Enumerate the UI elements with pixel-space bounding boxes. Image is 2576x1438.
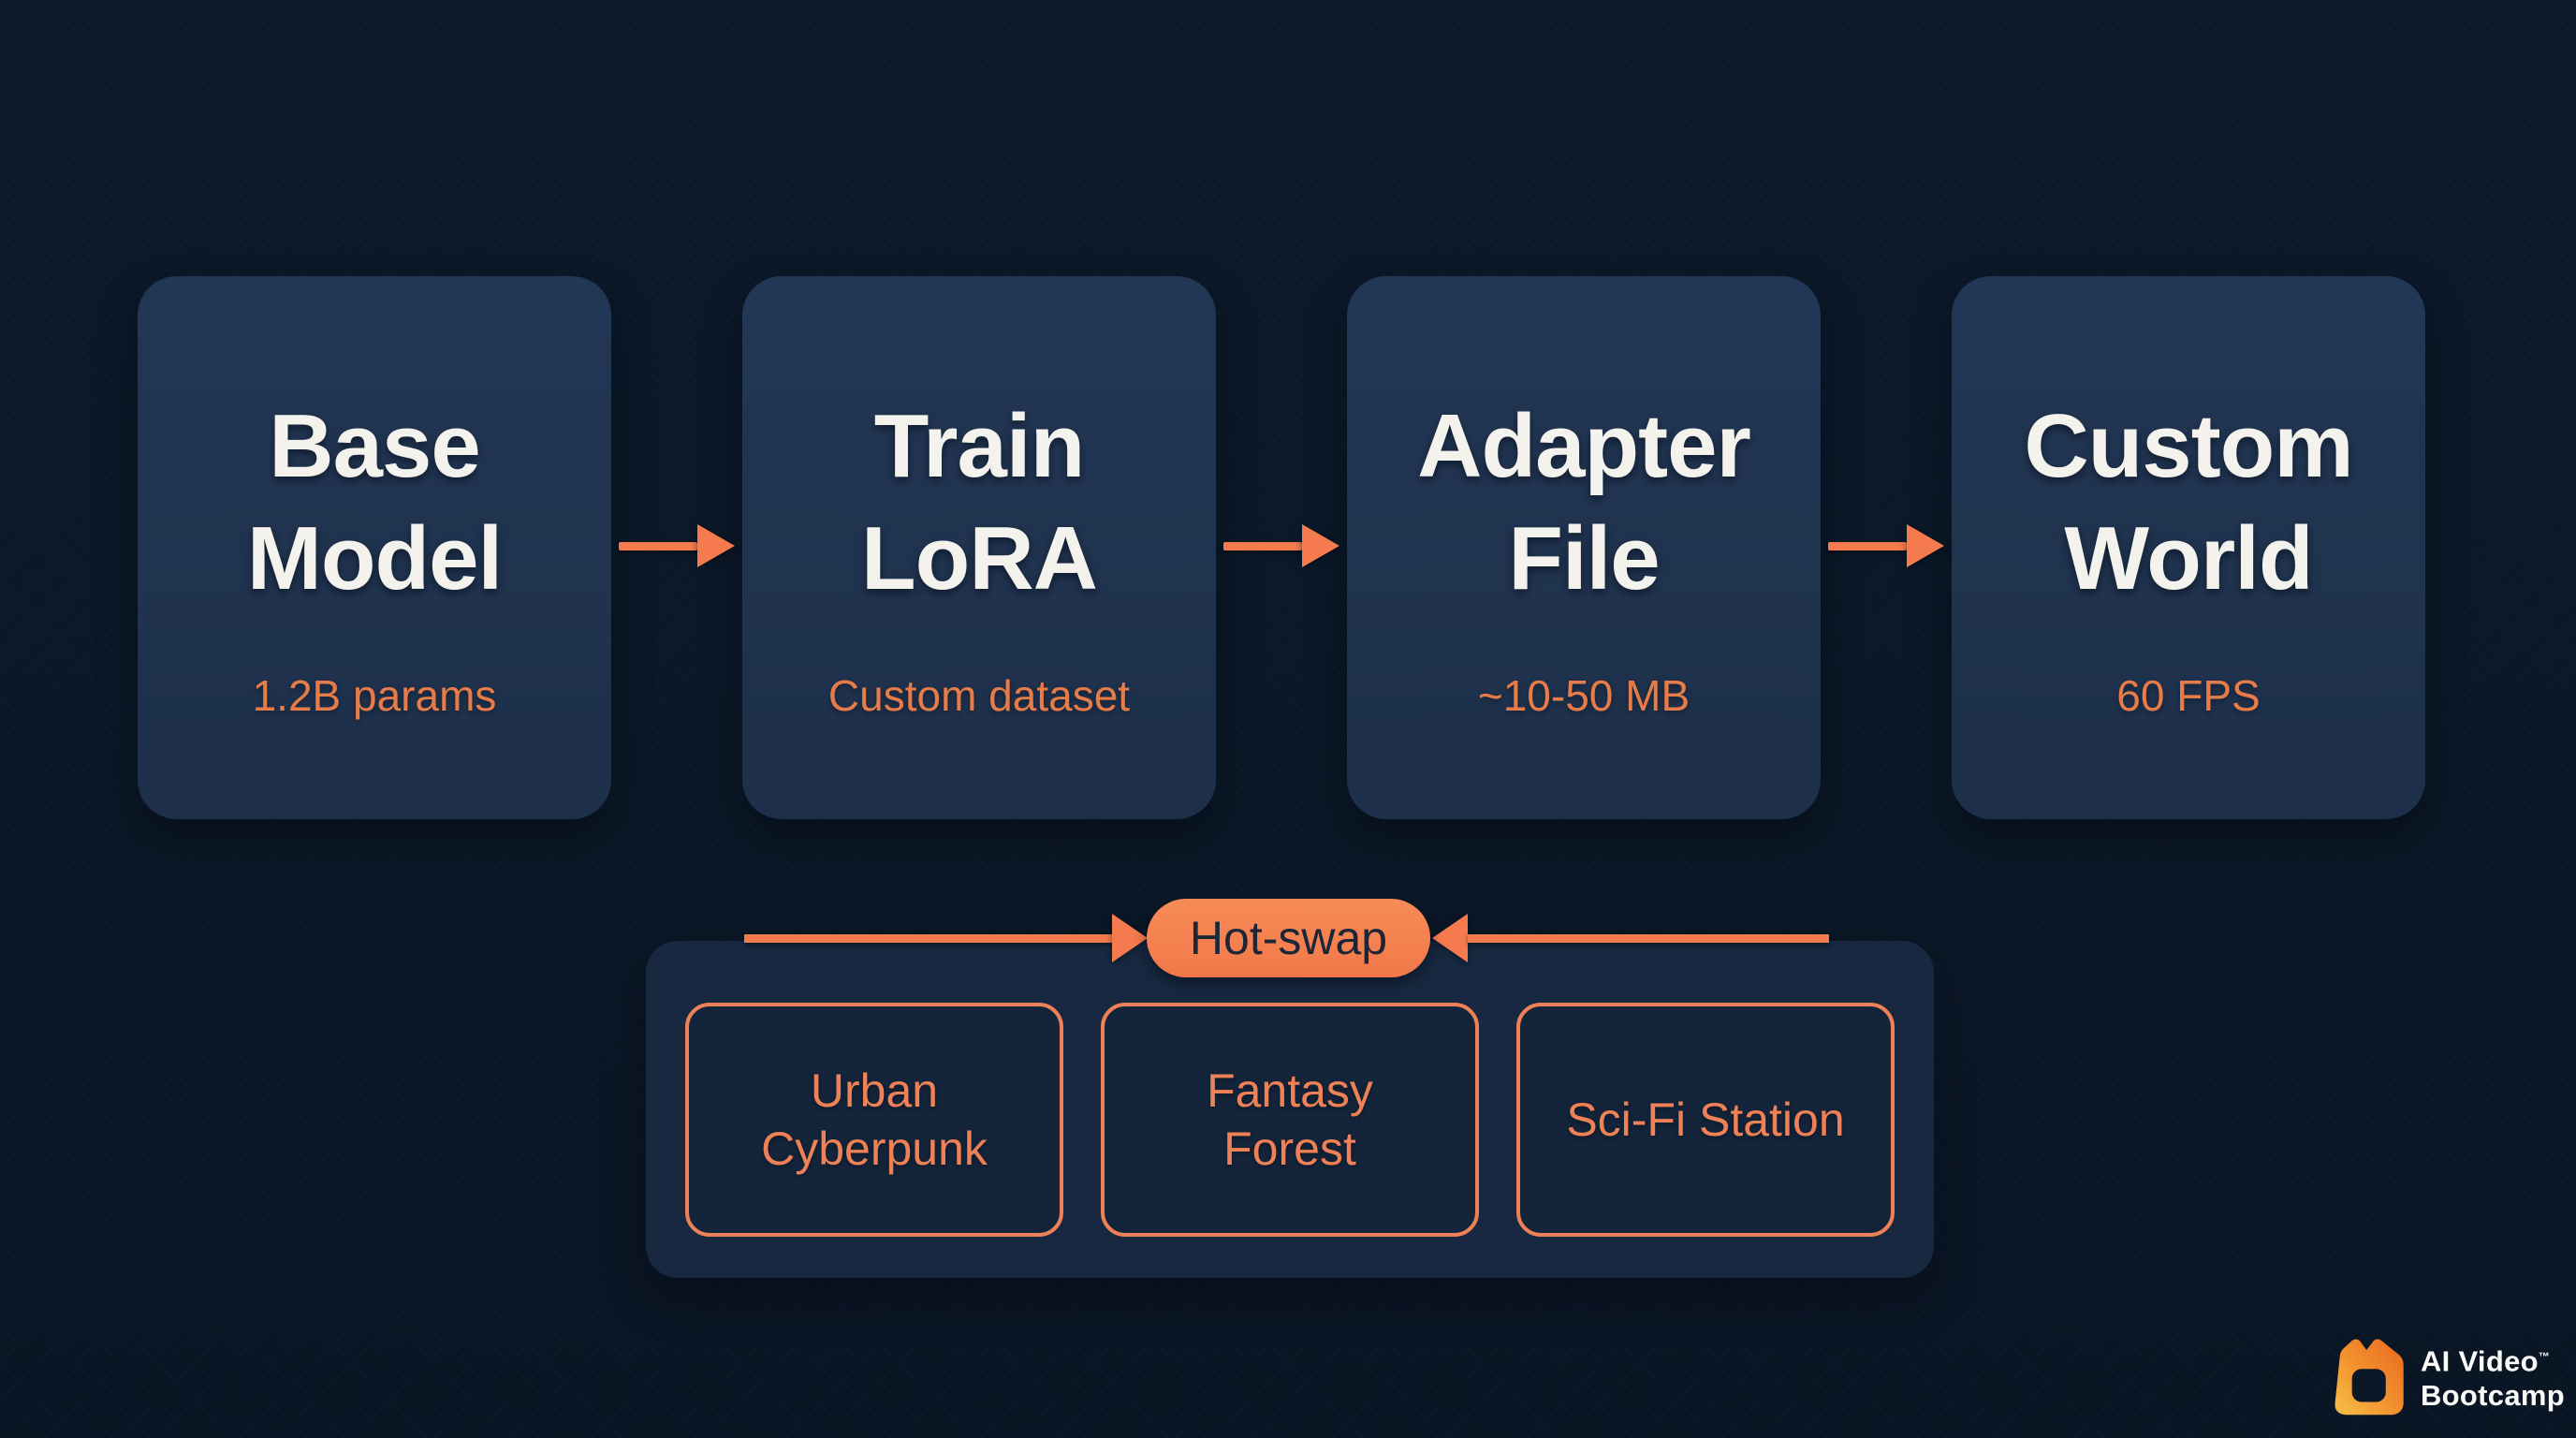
worlds-panel: Urban Cyberpunk Fantasy Forest Sci-Fi St… [646, 941, 1934, 1278]
pipeline-card-custom-world: Custom World 60 FPS [1952, 276, 2425, 819]
arrow-shaft [1223, 541, 1302, 550]
hotswap-right-line [1468, 934, 1829, 943]
flow-arrow-icon [619, 524, 735, 567]
arrow-head-icon [1302, 524, 1339, 567]
hotswap-left-arrowhead-icon [1112, 914, 1148, 962]
world-box-sci-fi-station: Sci-Fi Station [1516, 1003, 1895, 1237]
card-title: Base Model [246, 396, 503, 609]
brand-name-text: AI Video [2421, 1344, 2539, 1378]
pipeline-card-train-lora: Train LoRA Custom dataset [742, 276, 1216, 819]
brand-logo: AI Video™ Bootcamp [2327, 1335, 2565, 1417]
brand-name: AI Video™ Bootcamp [2421, 1340, 2565, 1413]
world-box-urban-cyberpunk: Urban Cyberpunk [685, 1003, 1063, 1237]
flow-arrow-icon [1828, 524, 1944, 567]
card-title: Train LoRA [861, 396, 1098, 609]
hotswap-left-line [744, 934, 1114, 943]
card-subtitle: Custom dataset [827, 671, 1131, 720]
card-subtitle: ~10-50 MB [1477, 671, 1690, 720]
card-title: Custom World [2024, 396, 2353, 609]
flame-logo-icon [2334, 1339, 2404, 1416]
world-box-fantasy-forest: Fantasy Forest [1101, 1003, 1479, 1237]
brand-line-1: AI Video™ [2421, 1340, 2565, 1378]
card-subtitle: 1.2B params [252, 671, 497, 720]
hotswap-right-arrowhead-icon [1432, 914, 1468, 962]
arrow-head-icon [1907, 524, 1944, 567]
pipeline-card-base-model: Base Model 1.2B params [138, 276, 611, 819]
arrow-shaft [1828, 541, 1907, 550]
brand-line-2: Bootcamp [2421, 1379, 2565, 1413]
arrow-head-icon [697, 524, 735, 567]
pipeline-card-adapter-file: Adapter File ~10-50 MB [1347, 276, 1821, 819]
card-subtitle: 60 FPS [2116, 671, 2261, 720]
arrow-shaft [619, 541, 697, 550]
hotswap-badge: Hot-swap [1147, 899, 1430, 977]
card-title: Adapter File [1417, 396, 1751, 609]
trademark-symbol: ™ [2538, 1349, 2550, 1363]
flow-arrow-icon [1223, 524, 1339, 567]
